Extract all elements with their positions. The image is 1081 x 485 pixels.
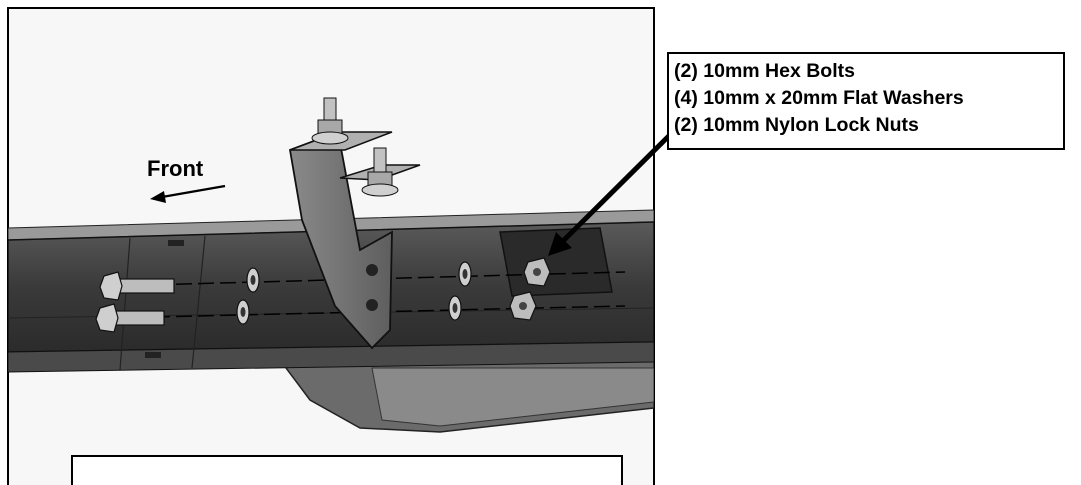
hardware-callout-box: (2) 10mm Hex Bolts (4) 10mm x 20mm Flat … — [667, 52, 1065, 150]
washer-2 — [236, 299, 250, 325]
washer-3 — [458, 261, 472, 287]
hardware-item-nuts: (2) 10mm Nylon Lock Nuts — [674, 114, 919, 136]
caption-box — [71, 455, 623, 485]
washer-1 — [246, 267, 260, 293]
stud-lower — [373, 147, 387, 175]
lower-step-face — [371, 367, 654, 427]
rail-bottom-lip — [8, 341, 654, 373]
front-direction-label: Front — [147, 156, 204, 181]
hex-bolt-lower — [95, 303, 165, 333]
hardware-item-washers: (4) 10mm x 20mm Flat Washers — [674, 87, 964, 109]
lock-nut-lower — [509, 291, 537, 321]
mounting-bracket — [288, 130, 393, 350]
hex-bolt-upper — [99, 271, 175, 301]
hardware-item-bolts: (2) 10mm Hex Bolts — [674, 60, 855, 82]
lock-nut-upper — [523, 257, 551, 287]
front-arrow — [150, 184, 226, 203]
washer-4 — [448, 295, 462, 321]
